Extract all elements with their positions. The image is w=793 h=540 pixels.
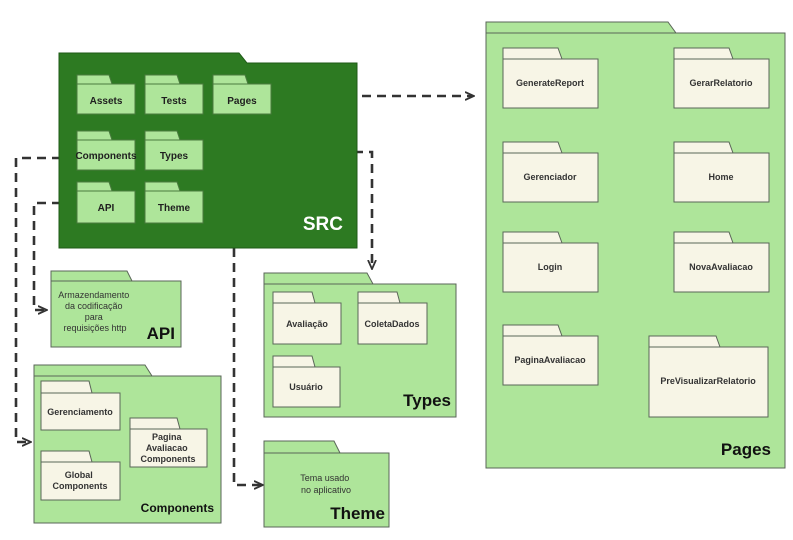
arrow-types-to-types-package — [204, 150, 372, 268]
api-package-title: API — [147, 324, 175, 343]
src-folder-assets[interactable]: Assets — [76, 74, 136, 115]
theme-package: Tema usado no aplicativo Theme — [263, 440, 390, 528]
api-package: Armazendamento da codificação para requi… — [50, 270, 182, 348]
theme-description-line-2: no aplicativo — [301, 485, 351, 495]
api-description-line-1: Armazendamento — [58, 290, 129, 300]
types-folder-usuario[interactable]: Usuário — [272, 355, 341, 408]
pages-folder-novaavaliacao[interactable]: NovaAvaliacao — [673, 231, 770, 293]
pages-package-title: Pages — [721, 440, 771, 459]
components-package: Components Gerenciamento Global Componen… — [33, 364, 222, 524]
pages-folder-login-label: Login — [538, 262, 563, 272]
pages-folder-gerenciador-label: Gerenciador — [523, 172, 577, 182]
components-folder-gerenciamento[interactable]: Gerenciamento — [40, 380, 121, 431]
types-folder-coletadados-label: ColetaDados — [364, 319, 419, 329]
src-folder-types-label: Types — [160, 151, 189, 162]
theme-package-title: Theme — [330, 504, 385, 523]
arrow-api-to-api-package — [32, 201, 76, 310]
arrow-components-to-components-package — [14, 156, 76, 442]
pages-folder-generatereport[interactable]: GenerateReport — [502, 47, 599, 109]
pages-folder-paginaavaliacao-label: PaginaAvaliacao — [514, 355, 586, 365]
pages-folder-novaavaliacao-label: NovaAvaliacao — [689, 262, 753, 272]
api-description-line-4: requisições http — [63, 323, 126, 333]
src-folder-components-label: Components — [75, 151, 137, 162]
src-folder-api[interactable]: API — [76, 181, 136, 224]
api-package-shape — [50, 270, 182, 348]
types-folder-usuario-label: Usuário — [289, 382, 323, 392]
types-package: Types Avaliação ColetaDados Usuário — [263, 272, 457, 418]
src-folder-tests[interactable]: Tests — [144, 74, 204, 115]
components-folder-global-components[interactable]: Global Components — [40, 450, 121, 501]
src-folder-tests-label: Tests — [161, 96, 187, 107]
pages-folder-gerarrelatorio-label: GerarRelatorio — [689, 78, 753, 88]
api-package-description: Armazendamento da codificação para requi… — [58, 290, 132, 333]
pages-folder-paginaavaliacao[interactable]: PaginaAvaliacao — [502, 324, 599, 386]
components-folder-global-components-label: Global Components — [53, 470, 108, 491]
components-folder-pagina-avaliacao-components[interactable]: Pagina Avaliacao Components — [129, 417, 208, 468]
pages-folder-login[interactable]: Login — [502, 231, 599, 293]
pages-package: Pages GenerateReport GerarRelatorio Gere… — [485, 21, 786, 469]
types-folder-avaliacao[interactable]: Avaliação — [272, 291, 342, 345]
src-folder-assets-label: Assets — [90, 96, 123, 107]
theme-package-description: Tema usado no aplicativo — [300, 473, 352, 495]
types-folder-avaliacao-label: Avaliação — [286, 319, 328, 329]
pages-folder-home[interactable]: Home — [673, 141, 770, 203]
pages-folder-generatereport-label: GenerateReport — [516, 78, 584, 88]
src-folder-types[interactable]: Types — [144, 130, 204, 171]
src-folder-pages-label: Pages — [227, 96, 257, 107]
src-folder-theme-label: Theme — [158, 203, 191, 214]
components-folder-pagina-avaliacao-components-label: Pagina Avaliacao Components — [141, 432, 196, 464]
api-description-line-2: da codificação — [65, 301, 123, 311]
types-folder-coletadados[interactable]: ColetaDados — [357, 291, 428, 345]
src-folder-api-label: API — [98, 203, 115, 214]
api-description-line-3: para — [85, 312, 103, 322]
pages-folder-home-label: Home — [708, 172, 733, 182]
pages-folder-gerenciador[interactable]: Gerenciador — [502, 141, 599, 203]
theme-description-line-1: Tema usado — [300, 473, 349, 483]
theme-package-shape — [263, 440, 390, 528]
src-folder-components[interactable]: Components — [75, 130, 137, 171]
src-package: SRC Assets Tests Pages Components Types — [58, 52, 358, 249]
src-folder-pages[interactable]: Pages — [212, 74, 272, 115]
pages-folder-previsualizarrelatorio[interactable]: PreVisualizarRelatorio — [648, 335, 769, 418]
components-package-title: Components — [141, 501, 215, 515]
types-package-title: Types — [403, 391, 451, 410]
pages-folder-previsualizarrelatorio-label: PreVisualizarRelatorio — [660, 376, 756, 386]
pages-folder-gerarrelatorio[interactable]: GerarRelatorio — [673, 47, 770, 109]
components-folder-gerenciamento-label: Gerenciamento — [47, 407, 113, 417]
src-package-title: SRC — [303, 214, 343, 235]
src-folder-theme[interactable]: Theme — [144, 181, 204, 224]
